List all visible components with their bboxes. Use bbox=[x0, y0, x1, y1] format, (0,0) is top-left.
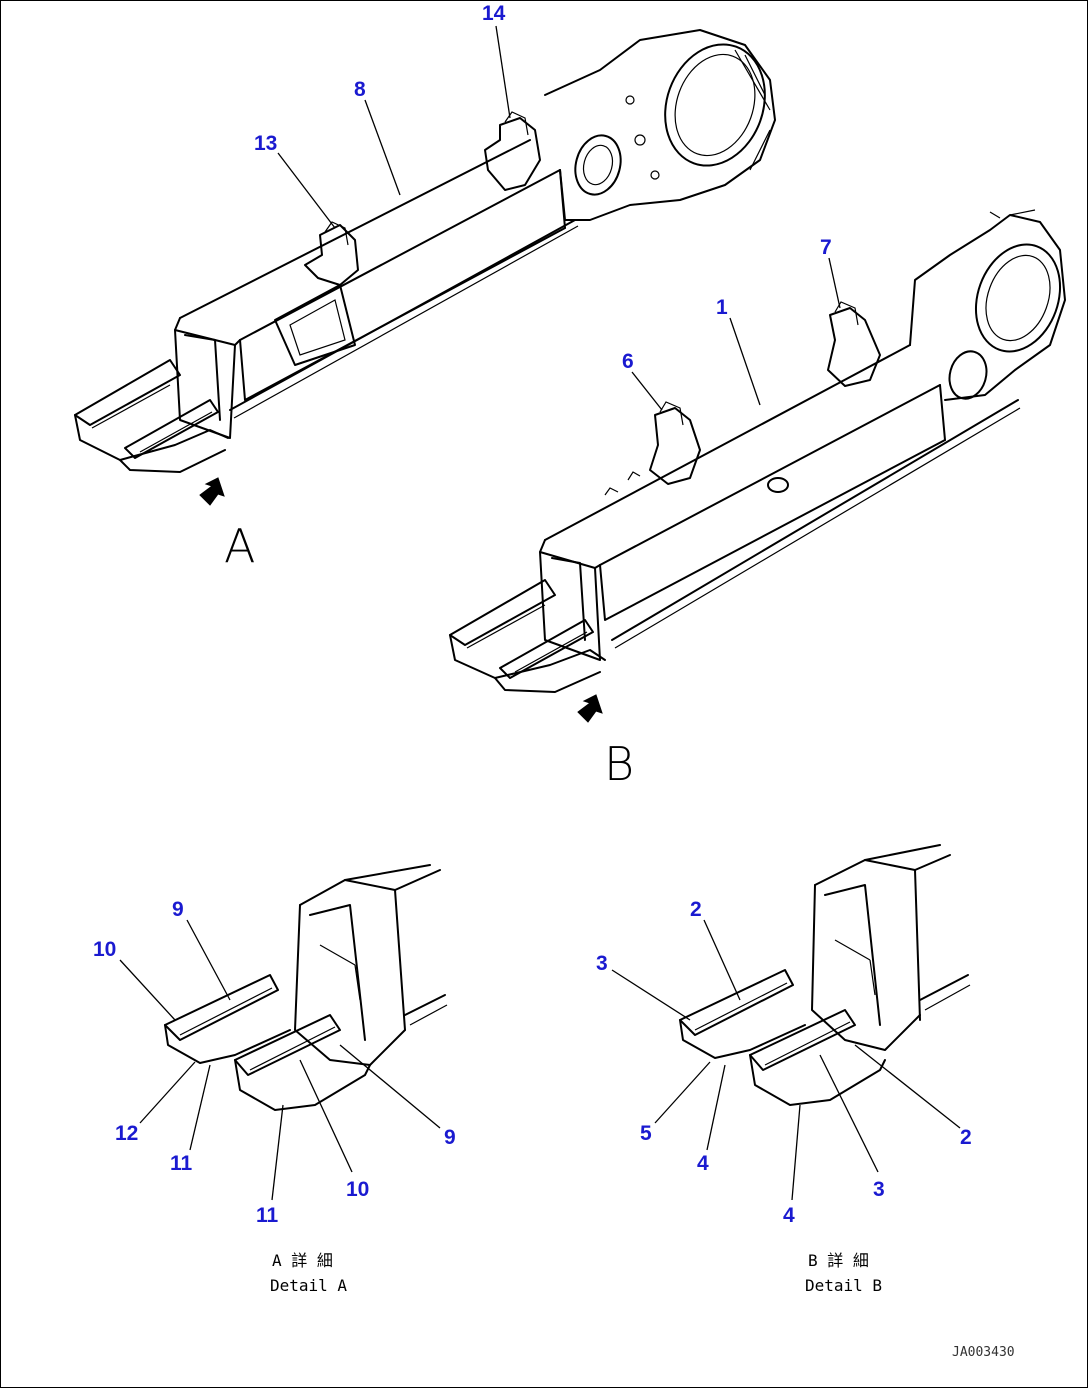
callout-14: 14 bbox=[482, 2, 506, 25]
drawing-id: JA003430 bbox=[952, 1345, 1015, 1360]
track-frame-lower bbox=[449, 209, 1066, 723]
callout-detail-a-11-left: 11 bbox=[170, 1152, 193, 1175]
callout-13: 13 bbox=[254, 132, 277, 155]
detail-b-caption-jp: B 詳 細 bbox=[808, 1251, 869, 1270]
track-frame-upper bbox=[74, 29, 776, 506]
callout-detail-a-12: 12 bbox=[115, 1122, 138, 1145]
callout-detail-a-11-bottom: 11 bbox=[256, 1204, 279, 1227]
callout-6: 6 bbox=[622, 350, 634, 373]
leader-lines bbox=[119, 25, 961, 1201]
detail-b-caption-en: Detail B bbox=[805, 1276, 882, 1295]
callout-detail-b-4-left: 4 bbox=[697, 1152, 709, 1175]
detail-a-caption-jp: A 詳 細 bbox=[272, 1251, 333, 1270]
view-label-a: A bbox=[224, 519, 255, 573]
detail-a-caption-en: Detail A bbox=[270, 1276, 347, 1295]
callout-7: 7 bbox=[820, 236, 832, 259]
view-label-b: B bbox=[604, 737, 634, 791]
callout-detail-b-2-top: 2 bbox=[690, 898, 702, 921]
callout-detail-a-9-right: 9 bbox=[444, 1126, 456, 1149]
detail-a-drawing bbox=[164, 864, 448, 1111]
detail-b-drawing bbox=[679, 844, 971, 1106]
callout-detail-b-3-top: 3 bbox=[596, 952, 608, 975]
callout-detail-b-4-bottom: 4 bbox=[783, 1204, 795, 1227]
callout-detail-b-5: 5 bbox=[640, 1122, 652, 1145]
callout-detail-a-10-bottom: 10 bbox=[346, 1178, 369, 1201]
callout-8: 8 bbox=[354, 78, 366, 101]
callout-detail-b-3-bottom: 3 bbox=[873, 1178, 885, 1201]
callout-detail-b-2-right: 2 bbox=[960, 1126, 972, 1149]
callout-1: 1 bbox=[716, 296, 728, 319]
callout-labels: 14 8 13 7 1 6 9 10 12 11 11 10 9 2 3 5 4… bbox=[93, 2, 972, 1227]
callout-detail-a-10-top: 10 bbox=[93, 938, 116, 961]
callout-detail-a-9-top: 9 bbox=[172, 898, 184, 921]
